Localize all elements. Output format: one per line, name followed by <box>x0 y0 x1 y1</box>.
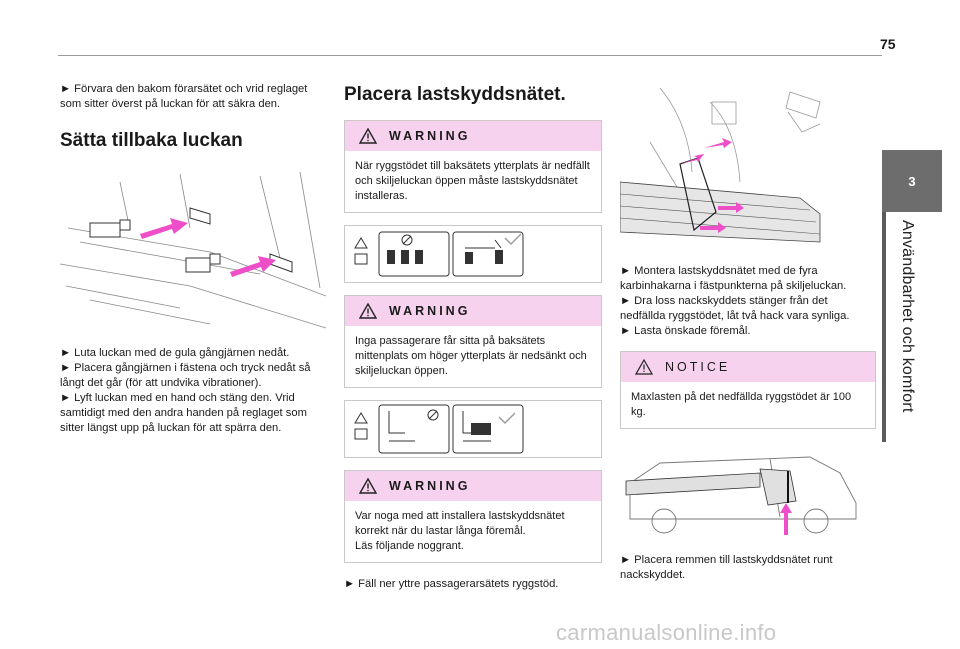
warning-header: WARNING <box>345 296 601 326</box>
column-middle: Placera lastskyddsnätet. WARNING När ryg… <box>344 82 602 592</box>
section-heading-net: Placera lastskyddsnätet. <box>344 84 566 105</box>
step-fold-seat: ► Fäll ner yttre passagerarsätets ryggst… <box>344 578 559 590</box>
section-heading-refit: Sätta tillbaka luckan <box>60 130 243 151</box>
warning-text: När ryggstödet till baksätets ytterplats… <box>355 160 590 202</box>
chapter-bar <box>882 212 886 442</box>
step-strap: ► Placera remmen till lastskyddsnätet ru… <box>620 554 833 581</box>
notice-header: NOTICE <box>621 352 875 382</box>
warning-box-1: WARNING När ryggstödet till baksätets yt… <box>344 120 602 213</box>
warning-label: WARNING <box>389 479 471 493</box>
pictogram-seat-allowed <box>344 225 602 283</box>
step-mount-net: ► Montera lastskyddsnätet med de fyra ka… <box>620 265 847 292</box>
warning-label: WARNING <box>389 129 471 143</box>
column-right: ► Montera lastskyddsnätet med de fyra ka… <box>620 82 876 583</box>
warning-header: WARNING <box>345 471 601 501</box>
notice-box: NOTICE Maxlasten på det nedfällda ryggst… <box>620 351 876 429</box>
pictogram-middle-seat <box>344 400 602 458</box>
step-pull-headrest: ► Dra loss nackskyddets stänger från det… <box>620 295 850 322</box>
notice-label: NOTICE <box>665 360 731 374</box>
instruction-3: ► Lyft luckan med en hand och stäng den.… <box>60 392 307 434</box>
column-left: ► Förvara den bakom förarsätet och vrid … <box>60 82 328 436</box>
warning-icon <box>359 478 377 494</box>
warning-box-3: WARNING Var noga med att installera last… <box>344 470 602 563</box>
net-installation-illustration <box>620 87 821 243</box>
top-rule <box>58 55 882 56</box>
warning-label: WARNING <box>389 304 471 318</box>
warning-text: Inga passagerare får sitta på baksätets … <box>355 335 587 377</box>
warning-text: Var noga med att installera lastskyddsnä… <box>355 510 565 552</box>
chapter-title: Användbarhet och komfort <box>899 220 916 413</box>
intro-text: ► Förvara den bakom förarsätet och vrid … <box>60 83 308 110</box>
notice-icon <box>635 359 653 375</box>
warning-box-2: WARNING Inga passagerare får sitta på ba… <box>344 295 602 388</box>
warning-header: WARNING <box>345 121 601 151</box>
warning-icon <box>359 303 377 319</box>
step-load: ► Lasta önskade föremål. <box>620 325 751 337</box>
watermark: carmanualsonline.info <box>556 620 777 645</box>
van-strap-illustration <box>625 456 857 535</box>
chapter-tab[interactable]: 3 <box>882 150 942 212</box>
instruction-1: ► Luta luckan med de gula gångjärnen ned… <box>60 347 290 359</box>
hatch-refit-illustration <box>60 171 326 329</box>
notice-text: Maxlasten på det nedfällda ryggstödet är… <box>631 391 852 418</box>
warning-icon <box>359 128 377 144</box>
page-number: 75 <box>880 36 896 52</box>
instruction-2: ► Placera gångjärnen i fästena och tryck… <box>60 362 311 389</box>
